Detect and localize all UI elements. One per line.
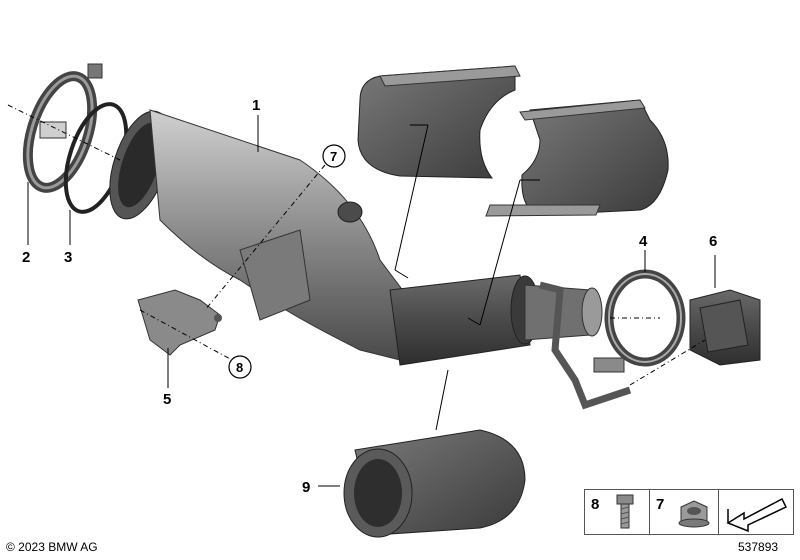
- clamp-ring-part: [604, 269, 686, 367]
- part-label-2: 2: [22, 249, 30, 266]
- clamp-part: [22, 63, 103, 193]
- legend-bolt-box: 8: [584, 489, 650, 535]
- part-label-9: 9: [302, 479, 310, 496]
- legend-nut-box: 7: [649, 489, 719, 535]
- legend-bolt-number: 8: [591, 496, 600, 513]
- part-label-3: 3: [64, 249, 72, 266]
- legend-nut-number: 7: [656, 496, 665, 513]
- part-label-5: 5: [163, 391, 171, 408]
- callout-7-label: 7: [330, 149, 337, 164]
- callout-8: 8: [228, 355, 252, 379]
- part-label-6: 6: [709, 233, 717, 250]
- hex-nut-icon: [678, 500, 710, 528]
- bracket-part: [137, 289, 222, 356]
- legend-category-box: [718, 489, 794, 535]
- copyright-text: © 2023 BMW AG: [6, 540, 98, 554]
- category-arrow-icon: [726, 497, 788, 533]
- part-label-1: 1: [252, 97, 260, 114]
- heat-shield-upper-part: [357, 65, 669, 217]
- image-id-text: 537893: [738, 540, 779, 554]
- catalytic-converter-part: [109, 109, 632, 410]
- callout-7: 7: [322, 144, 346, 168]
- part-label-4: 4: [639, 233, 648, 250]
- leader-lines: [7, 104, 716, 487]
- rubber-mount-part: [689, 289, 761, 366]
- callout-8-label: 8: [236, 360, 243, 375]
- heat-shield-lower-part: [343, 429, 526, 538]
- bolt-icon: [616, 494, 634, 529]
